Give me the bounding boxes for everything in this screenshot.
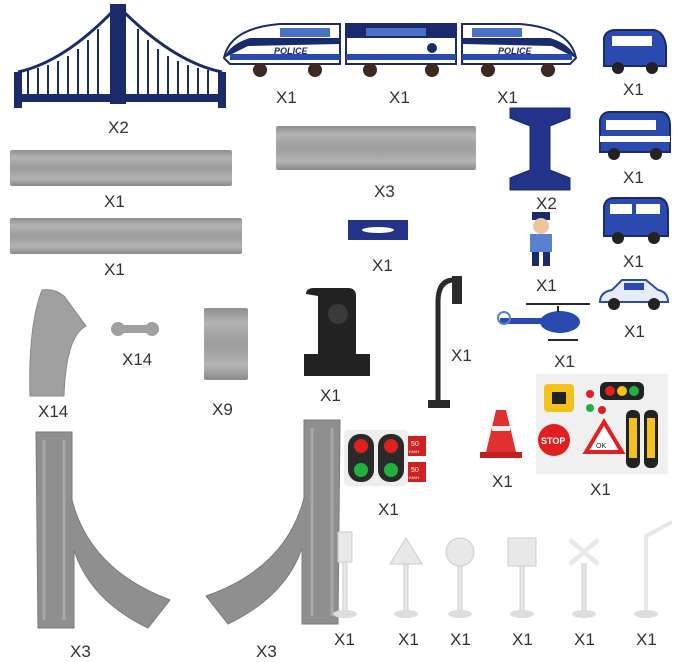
- short-track: [204, 308, 248, 380]
- helicopter-qty: X1: [554, 352, 575, 371]
- switch-right-qty: X3: [256, 642, 277, 661]
- long-track-1-qty: X1: [104, 192, 125, 211]
- curve-track-qty: X14: [38, 402, 69, 421]
- car-4-qty: X1: [624, 322, 645, 341]
- traffic-cone-icon: [480, 410, 522, 458]
- train-front-qty: X1: [276, 88, 297, 107]
- traffic-light-piece: 50 KM/H 50 KM/H: [344, 430, 426, 486]
- connector-qty: X14: [122, 350, 153, 369]
- stop-sticker-text: STOP: [541, 436, 565, 446]
- sign-circle: [445, 537, 475, 618]
- street-lamp-qty: X1: [451, 346, 472, 365]
- sign-street-post: [634, 520, 673, 618]
- car-2-qty: X1: [623, 168, 644, 187]
- police-text-rear: POLICE: [498, 46, 533, 56]
- small-connector-qty: X1: [372, 256, 393, 275]
- police-swat-truck-icon: [603, 197, 669, 244]
- long-track-2-qty: X1: [104, 260, 125, 279]
- bridge-qty: X2: [108, 118, 129, 137]
- tunnel-piece-qty: X1: [320, 386, 341, 405]
- switch-left-qty: X3: [70, 642, 91, 661]
- train-rear-qty: X1: [497, 88, 518, 107]
- cone-qty: X1: [492, 472, 513, 491]
- sign-2-qty: X1: [398, 630, 419, 649]
- police-text-front: POLICE: [274, 46, 309, 56]
- police-figure-icon: [530, 212, 552, 266]
- long-track-2: [10, 218, 242, 254]
- sign-rectangle-tall: [333, 531, 357, 618]
- car-3-qty: X1: [623, 252, 644, 271]
- speed-top-text: 50: [411, 441, 419, 448]
- car-1-qty: X1: [623, 80, 644, 99]
- sign-1-qty: X1: [334, 630, 355, 649]
- speed-bottom-text: 50: [411, 467, 419, 474]
- figure-qty: X1: [536, 276, 557, 295]
- dogbone-connector: [111, 322, 159, 336]
- train-middle-qty: X1: [389, 88, 410, 107]
- sticker-sheet-qty: X1: [590, 480, 611, 499]
- tunnel-piece: [304, 288, 370, 376]
- police-bus-icon: [599, 111, 671, 160]
- suspension-bridge: [14, 4, 226, 108]
- sign-6-qty: X1: [636, 630, 657, 649]
- long-track-1: [10, 150, 232, 186]
- police-train: POLICE POLICE: [222, 23, 578, 77]
- curve-track: [29, 289, 87, 397]
- sign-railroad-crossing: [568, 538, 600, 618]
- traffic-light-qty: X1: [378, 500, 399, 519]
- medium-track: [276, 126, 476, 170]
- sign-triangle: [389, 537, 423, 618]
- police-van-icon: [603, 29, 667, 74]
- sign-3-qty: X1: [450, 630, 471, 649]
- medium-track-qty: X3: [374, 182, 395, 201]
- switch-track-right: [205, 419, 341, 625]
- switch-track-left: [35, 431, 171, 629]
- sticker-sheet: STOP OK: [536, 374, 668, 474]
- street-lamp-icon: [428, 276, 462, 408]
- speed-bottom-unit: KM/H: [409, 475, 419, 480]
- blue-connector-piece: [348, 220, 408, 240]
- helicopter-icon: [497, 303, 590, 341]
- sign-5-qty: X1: [574, 630, 595, 649]
- short-track-qty: X9: [212, 400, 233, 419]
- sign-4-qty: X1: [512, 630, 533, 649]
- bridge-pillar-qty: X2: [536, 194, 557, 213]
- police-car-icon: [598, 279, 670, 310]
- sign-square: [507, 537, 537, 618]
- ok-sticker-text: OK: [596, 443, 606, 450]
- bridge-pillar: [509, 107, 571, 191]
- speed-top-unit: KM/H: [409, 449, 419, 454]
